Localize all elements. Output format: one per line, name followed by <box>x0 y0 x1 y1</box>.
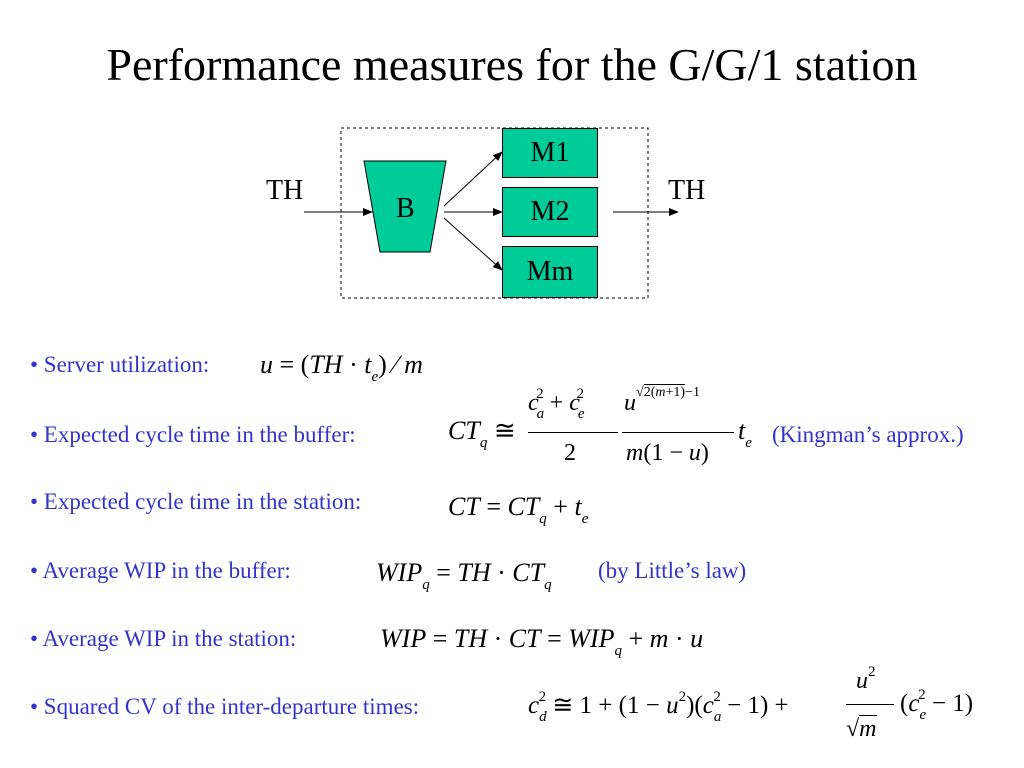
bullet-buffer-cycle-time: • Expected cycle time in the buffer: <box>30 422 356 447</box>
bullet-station-wip: • Average WIP in the station: <box>30 626 297 651</box>
formula-station-cycle-time: CT = CTq + te <box>448 492 589 527</box>
buffer-label: B <box>396 193 415 224</box>
bullet-departure-cv: • Squared CV of the inter-departure time… <box>30 694 420 719</box>
throughput-out-label: TH <box>668 175 706 206</box>
kingman-note: (Kingman’s approx.) <box>772 422 964 447</box>
formula-station-wip: WIP = TH · CT = WIPq + m · u <box>380 624 704 659</box>
station-boundary <box>340 127 649 299</box>
formula-buffer-wip: WIPq = TH · CTq <box>376 558 552 593</box>
bullet-buffer-wip: • Average WIP in the buffer: <box>30 558 291 583</box>
littles-law-note: (by Little’s law) <box>598 558 747 583</box>
buffer-shape <box>363 160 447 253</box>
formula-utilization: u = (TH · te) ⁄ m <box>260 350 423 385</box>
machine-mm: Mm <box>502 246 598 298</box>
station-diagram <box>304 127 679 299</box>
machine-m2: M2 <box>502 187 598 237</box>
slide-title: Performance measures for the G/G/1 stati… <box>106 39 918 90</box>
bullet-server-utilization: • Server utilization: <box>30 352 210 377</box>
arrow-to-m1 <box>443 151 503 207</box>
throughput-in-label: TH <box>266 175 304 206</box>
arrow-to-mm <box>443 217 503 271</box>
bullet-station-cycle-time: • Expected cycle time in the station: <box>30 489 362 514</box>
machine-m1: M1 <box>502 128 598 178</box>
